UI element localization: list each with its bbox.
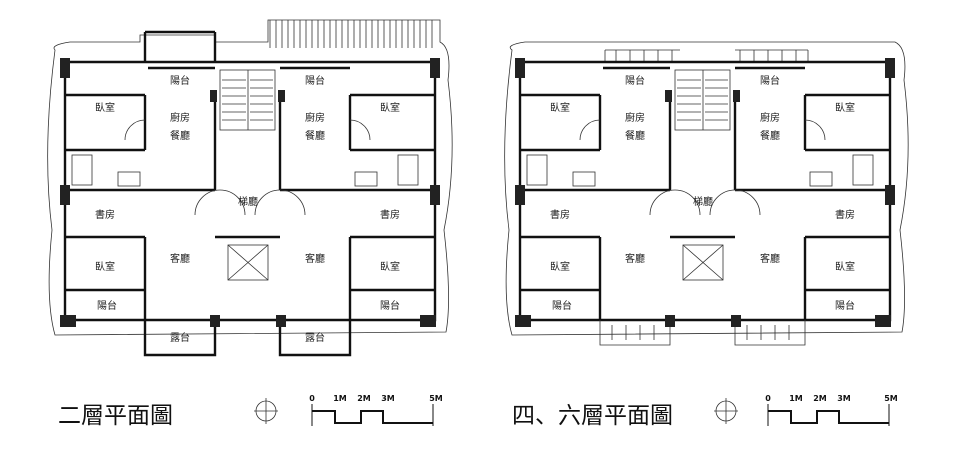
north-arrow-icon — [254, 398, 278, 424]
room-stair-hall: 梯廳 — [238, 195, 258, 208]
plan-caption: 二層平面圖 — [58, 403, 173, 429]
room-stair-hall: 梯廳 — [693, 195, 713, 208]
floor-plan-fourth-sixth: 臥室 陽台 廚房 餐廳 梯廳 陽台 廚房 餐廳 臥室 書房 書房 臥室 客廳 客… — [504, 41, 909, 429]
room-balcony-bl: 陽台 — [97, 299, 117, 312]
door-swings — [124, 119, 371, 216]
elevator — [227, 244, 269, 281]
scale-label-1: 1M — [789, 394, 803, 403]
room-kitchen-l: 廚房 — [625, 111, 645, 124]
room-balcony-br: 陽台 — [380, 299, 400, 312]
room-balcony-bl: 陽台 — [552, 299, 572, 312]
north-arrow-icon — [714, 398, 738, 424]
terraces — [143, 320, 352, 357]
room-study-r: 書房 — [835, 208, 855, 221]
room-bedroom-br: 臥室 — [835, 260, 855, 273]
room-kitchen-r: 廚房 — [760, 111, 780, 124]
scale-bar: 0 1M 2M 3M 5M — [309, 394, 443, 426]
room-terrace-r: 露台 — [305, 331, 325, 344]
room-dining-r: 餐廳 — [760, 129, 780, 142]
site-outline — [504, 41, 909, 336]
room-dining-l: 餐廳 — [170, 129, 190, 142]
scale-label-0: 0 — [765, 394, 771, 403]
top-hatch — [269, 20, 433, 48]
columns — [515, 58, 895, 327]
room-study-l: 書房 — [95, 208, 115, 221]
room-study-r: 書房 — [380, 208, 400, 221]
scale-label-4: 5M — [429, 394, 443, 403]
scale-label-0: 0 — [309, 394, 315, 403]
bathroom-fixtures — [526, 154, 874, 187]
bathroom-fixtures — [71, 154, 419, 187]
room-balcony-tl: 陽台 — [625, 74, 645, 87]
scale-label-3: 3M — [837, 394, 851, 403]
staircase — [219, 69, 276, 131]
room-dining-l: 餐廳 — [625, 129, 645, 142]
elevator — [682, 244, 724, 281]
room-living-l: 客廳 — [625, 252, 645, 265]
room-balcony-br: 陽台 — [835, 299, 855, 312]
room-balcony-tr: 陽台 — [760, 74, 780, 87]
outer-walls — [63, 30, 437, 322]
scale-label-3: 3M — [381, 394, 395, 403]
room-bedroom-bl: 臥室 — [550, 260, 570, 273]
room-bedroom-tr: 臥室 — [380, 101, 400, 114]
room-dining-r: 餐廳 — [305, 129, 325, 142]
room-balcony-tl: 陽台 — [170, 74, 190, 87]
scale-label-4: 5M — [884, 394, 898, 403]
room-kitchen-l: 廚房 — [170, 111, 190, 124]
room-living-l: 客廳 — [170, 252, 190, 265]
top-railings — [604, 49, 809, 62]
site-outline — [47, 19, 453, 336]
bottom-railings — [599, 320, 806, 346]
room-kitchen-r: 廚房 — [305, 111, 325, 124]
room-bedroom-br: 臥室 — [380, 260, 400, 273]
room-bedroom-tl: 臥室 — [95, 101, 115, 114]
room-bedroom-tl: 臥室 — [550, 101, 570, 114]
room-balcony-tr: 陽台 — [305, 74, 325, 87]
door-swings — [579, 119, 826, 216]
room-terrace-l: 露台 — [170, 331, 190, 344]
scale-bar: 0 1M 2M 3M 5M — [765, 394, 898, 426]
room-bedroom-bl: 臥室 — [95, 260, 115, 273]
room-study-l: 書房 — [550, 208, 570, 221]
room-bedroom-tr: 臥室 — [835, 101, 855, 114]
plan-caption: 四、六層平面圖 — [512, 403, 673, 429]
scale-label-1: 1M — [333, 394, 347, 403]
room-living-r: 客廳 — [305, 252, 325, 265]
scale-label-2: 2M — [813, 394, 827, 403]
columns — [60, 58, 440, 327]
room-living-r: 客廳 — [760, 252, 780, 265]
inner-walls — [520, 66, 890, 320]
staircase — [674, 69, 731, 131]
scale-label-2: 2M — [357, 394, 371, 403]
inner-walls — [65, 66, 435, 320]
floor-plan-second: 臥室 陽台 廚房 餐廳 梯廳 陽台 廚房 餐廳 臥室 書房 書房 臥室 客廳 客… — [47, 19, 453, 429]
